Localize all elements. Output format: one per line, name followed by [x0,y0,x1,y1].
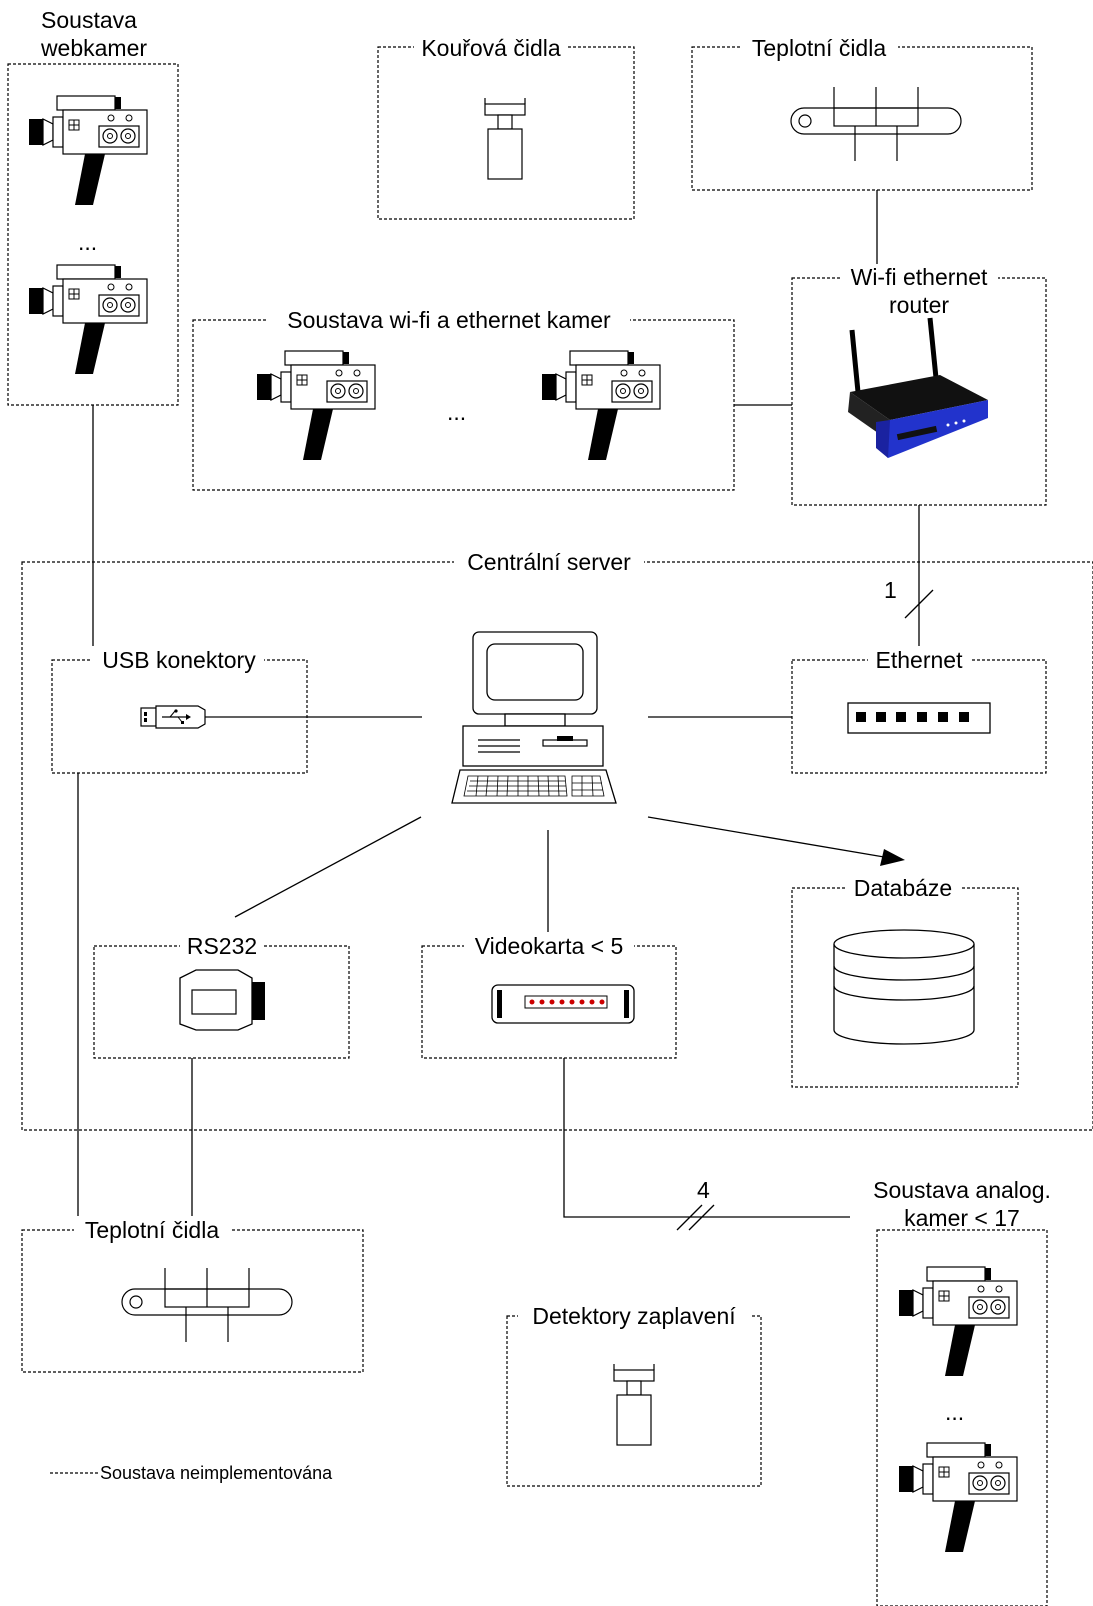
temperature-sensor-icon [121,1267,293,1343]
analog-link-tick-1 [676,1204,703,1231]
router-label-2: router [889,292,949,318]
database-label: Databáze [854,875,952,901]
wifi-cams-label: Soustava wi-fi a ethernet kamer [287,307,611,333]
rs232-connector-icon [179,969,265,1031]
webcams-group: ... [28,95,148,375]
webcams-label-2: webkamer [40,35,147,61]
temperature-sensor-icon [790,86,962,162]
video-camera-icon [256,350,376,461]
temp-bottom-label: Teplotní čidla [85,1217,219,1243]
computer-to-rs232-line [234,816,422,918]
database-icon [833,929,975,1045]
analog-link-count: 4 [697,1177,710,1203]
webcams-box [7,63,179,406]
video-camera-icon [898,1442,1018,1553]
analog-cams-group: ... [898,1266,1018,1553]
analog-link-tick-2 [688,1204,715,1231]
video-camera-icon [28,95,148,206]
computer-icon [451,631,617,804]
video-camera-icon [541,350,661,461]
connection-lines [77,190,934,1231]
usb-plug-icon [140,705,220,729]
analog-ellipsis: ... [945,1399,964,1425]
analog-label-2: kamer < 17 [904,1205,1020,1231]
legend-label: Soustava neimplementována [100,1463,333,1483]
rs232-label: RS232 [187,933,257,959]
server-label: Centrální server [467,549,631,575]
temp-top-label: Teplotní čidla [752,35,886,61]
wifi-router-icon [848,317,988,458]
webcams-ellipsis: ... [78,229,97,255]
computer-to-database-arrow [647,816,891,859]
wifi-cams-ellipsis: ... [447,399,466,425]
webcams-label: Soustava [41,7,137,33]
wifi-cams-group: ... [256,350,661,461]
legend: Soustava neimplementována [50,1463,333,1483]
smoke-sensor-icon [484,97,526,180]
flood-detector-icon [613,1363,655,1446]
flood-label: Detektory zaplavení [532,1303,736,1329]
ethernet-link-tick [904,589,934,619]
ethernet-link-count: 1 [884,577,897,603]
analog-box [876,1229,1048,1606]
videocard-label: Videokarta < 5 [475,933,624,959]
ethernet-switch-icon [847,702,991,734]
usb-label: USB konektory [102,647,256,673]
video-camera-icon [898,1266,1018,1377]
analog-label: Soustava analog. [873,1177,1051,1203]
database-arrowhead [880,849,905,866]
router-label: Wi-fi ethernet [851,264,988,290]
videocard-to-analog-line [563,1058,850,1218]
video-card-icon [491,984,635,1024]
smoke-label: Kouřová čidla [421,35,561,61]
ethernet-label: Ethernet [876,647,964,673]
video-camera-icon [28,264,148,375]
